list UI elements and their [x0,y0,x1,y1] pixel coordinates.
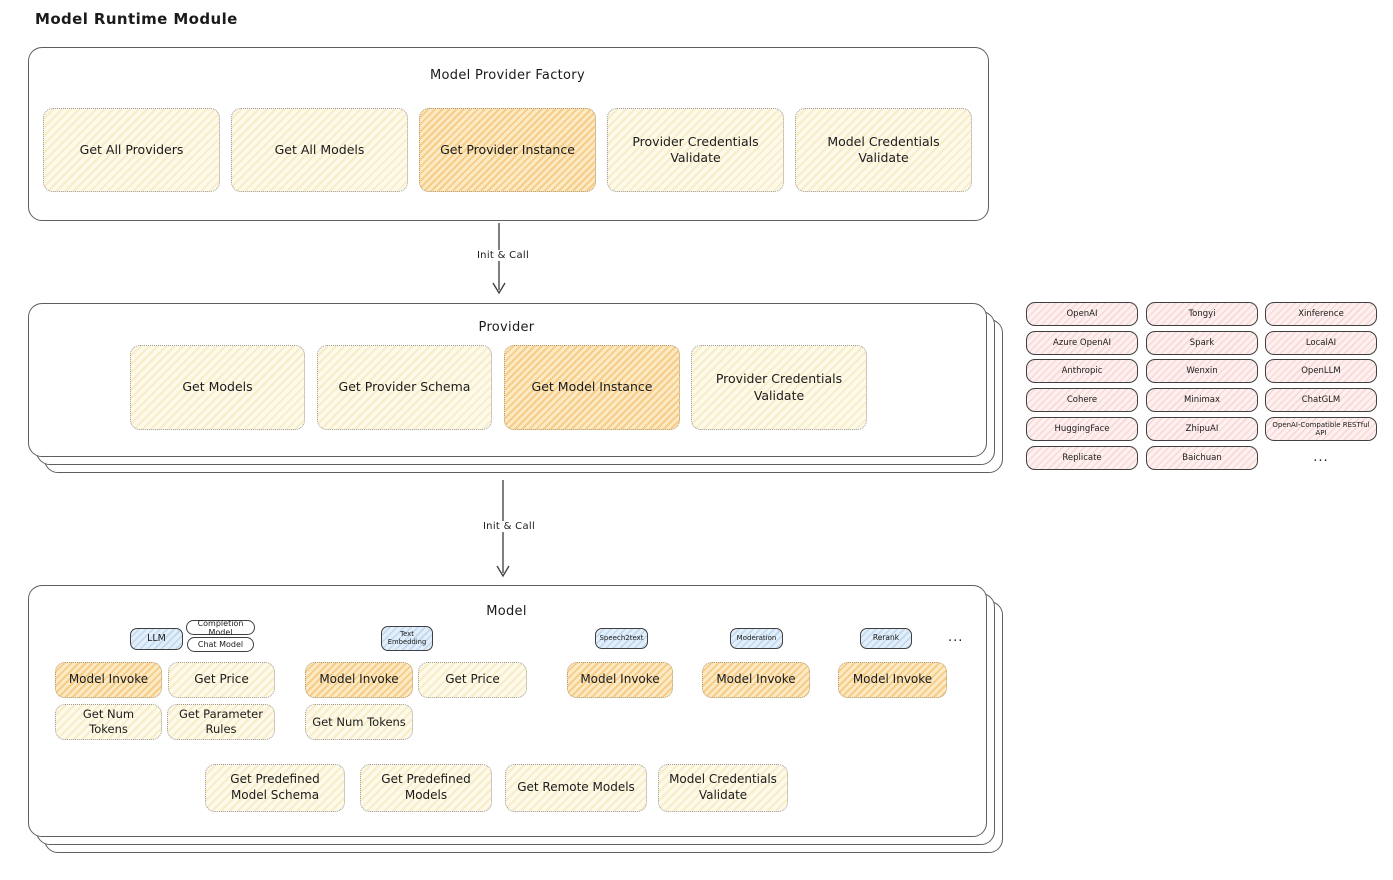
provider-card-zhipuai: ZhipuAI [1146,417,1258,441]
model-fn-embedding-get-price: Get Price [418,662,527,698]
factory-title: Model Provider Factory [430,68,585,83]
provider-card-openai: OpenAI [1026,302,1138,326]
provider-card-anthropic: Anthropic [1026,359,1138,383]
model-fn-llm-get-parameter-rules: Get Parameter Rules [167,704,275,740]
tag-completion-model: Completion Model [186,619,255,637]
model-fn-get-predefined-models: Get Predefined Models [360,764,492,812]
factory-item-get-all-providers: Get All Providers [43,108,220,192]
factory-item-model-credentials-validate: Model Credentials Validate [795,108,972,192]
provider-card-chatglm: ChatGLM [1265,388,1377,412]
provider-card-replicate: Replicate [1026,446,1138,470]
provider-title: Provider [478,320,535,335]
factory-item-get-all-models: Get All Models [231,108,408,192]
provider-card-xinference: Xinference [1265,302,1377,326]
model-fn-llm-get-price: Get Price [168,662,275,698]
model-fn-speech2text-model-invoke: Model Invoke [567,662,673,698]
model-fn-rerank-model-invoke: Model Invoke [838,662,947,698]
model-fn-embedding-get-num-tokens: Get Num Tokens [305,704,413,740]
model-fn-moderation-model-invoke: Model Invoke [702,662,810,698]
provider-card-azure-openai: Azure OpenAI [1026,331,1138,355]
provider-card-more-ellipsis: ... [1313,450,1329,465]
page-title: Model Runtime Module [35,10,238,28]
provider-item-provider-credentials-validate: Provider Credentials Validate [691,345,867,430]
tag-llm: LLM [130,628,183,650]
provider-card-localai: LocalAI [1265,331,1377,355]
model-fn-llm-get-num-tokens: Get Num Tokens [55,704,162,740]
model-title: Model [486,604,527,619]
tag-text-embedding: Text Embedding [381,626,433,651]
provider-card-openllm: OpenLLM [1265,359,1377,383]
provider-card-baichuan: Baichuan [1146,446,1258,470]
model-fn-get-remote-models: Get Remote Models [505,764,647,812]
tag-more-ellipsis: ... [948,630,964,645]
provider-card-wenxin: Wenxin [1146,359,1258,383]
factory-item-get-provider-instance: Get Provider Instance [419,108,596,192]
provider-item-get-models: Get Models [130,345,305,430]
tag-moderation: Moderation [730,628,783,649]
provider-card-huggingface: HuggingFace [1026,417,1138,441]
factory-item-provider-credentials-validate: Provider Credentials Validate [607,108,784,192]
model-fn-llm-model-invoke: Model Invoke [55,662,162,698]
tag-rerank: Rerank [860,628,912,649]
provider-item-get-model-instance: Get Model Instance [504,345,680,430]
init-call-label-1: Init & Call [462,250,544,261]
provider-card-minimax: Minimax [1146,388,1258,412]
provider-item-get-provider-schema: Get Provider Schema [317,345,492,430]
tag-speech2text: Speech2text [595,628,648,649]
provider-card-spark: Spark [1146,331,1258,355]
tag-chat-model: Chat Model [187,637,254,652]
model-fn-embedding-model-invoke: Model Invoke [305,662,413,698]
provider-card-openai-compatible: OpenAI-Compatible RESTful API [1265,417,1377,441]
model-fn-model-credentials-validate: Model Credentials Validate [658,764,788,812]
model-fn-get-predefined-model-schema: Get Predefined Model Schema [205,764,345,812]
provider-card-tongyi: Tongyi [1146,302,1258,326]
provider-card-cohere: Cohere [1026,388,1138,412]
init-call-label-2: Init & Call [468,521,550,532]
